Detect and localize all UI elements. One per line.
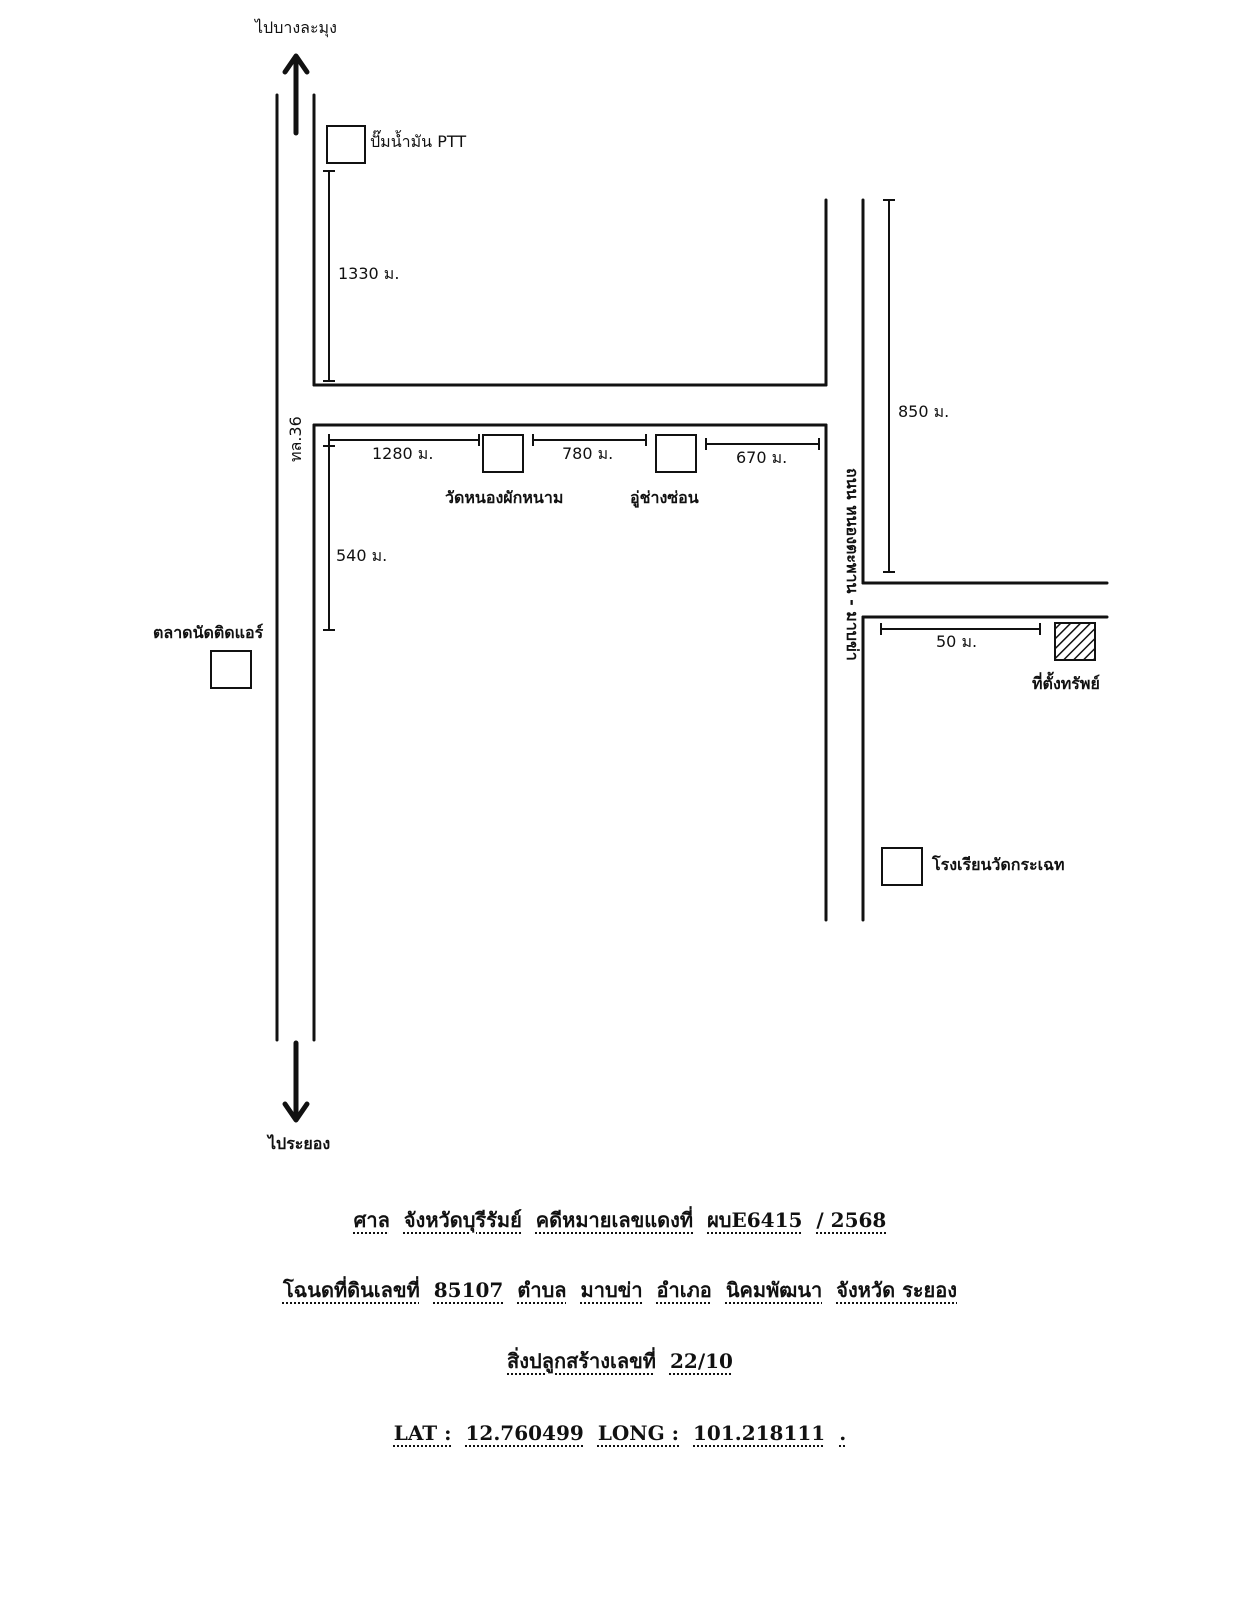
temple-box <box>482 434 524 473</box>
distance-50-label: 50 ม. <box>936 632 978 651</box>
dim-780 <box>532 434 647 446</box>
dim-540 <box>323 445 335 631</box>
school-box <box>881 847 923 886</box>
highway-label: ทล.36 <box>286 416 305 462</box>
property-box <box>1054 622 1096 661</box>
side-road-label: ถนน หนองตะพาน - มาบข่า <box>843 468 862 661</box>
court-case-line: ศาลจังหวัดบุรีรัมย์คดีหมายเลขแดงที่ผบE64… <box>353 1208 887 1232</box>
dim-50 <box>880 623 1041 635</box>
market-box <box>210 650 252 689</box>
dim-850 <box>883 199 895 573</box>
distance-780-label: 780 ม. <box>562 444 614 463</box>
dim-1330 <box>323 170 335 382</box>
north-arrow-icon <box>282 53 310 136</box>
distance-540-label: 540 ม. <box>336 546 388 565</box>
south-direction-label: ไประยอง <box>268 1134 331 1153</box>
distance-1280-label: 1280 ม. <box>372 444 434 463</box>
market-label: ตลาดนัดติดแอร์ <box>153 623 264 642</box>
temple-label: วัดหนองผักหนาม <box>445 488 564 507</box>
south-arrow-icon <box>282 1040 310 1123</box>
north-direction-label: ไปบางละมุง <box>255 18 337 37</box>
garage-label: อู่ช่างซ่อน <box>630 488 699 507</box>
property-label: ที่ตั้งทรัพย์ <box>1032 674 1100 693</box>
dim-1280 <box>328 434 480 446</box>
distance-850-label: 850 ม. <box>898 402 950 421</box>
ptt-box <box>326 125 366 164</box>
garage-box <box>655 434 697 473</box>
distance-1330-label: 1330 ม. <box>338 264 400 283</box>
distance-670-label: 670 ม. <box>736 448 788 467</box>
school-label: โรงเรียนวัดกระเฉท <box>932 855 1065 874</box>
building-number-line: สิ่งปลูกสร้างเลขที่22/10 <box>507 1349 733 1373</box>
dim-670 <box>705 438 820 450</box>
ptt-label: ปั๊มน้ำมัน PTT <box>370 132 467 151</box>
